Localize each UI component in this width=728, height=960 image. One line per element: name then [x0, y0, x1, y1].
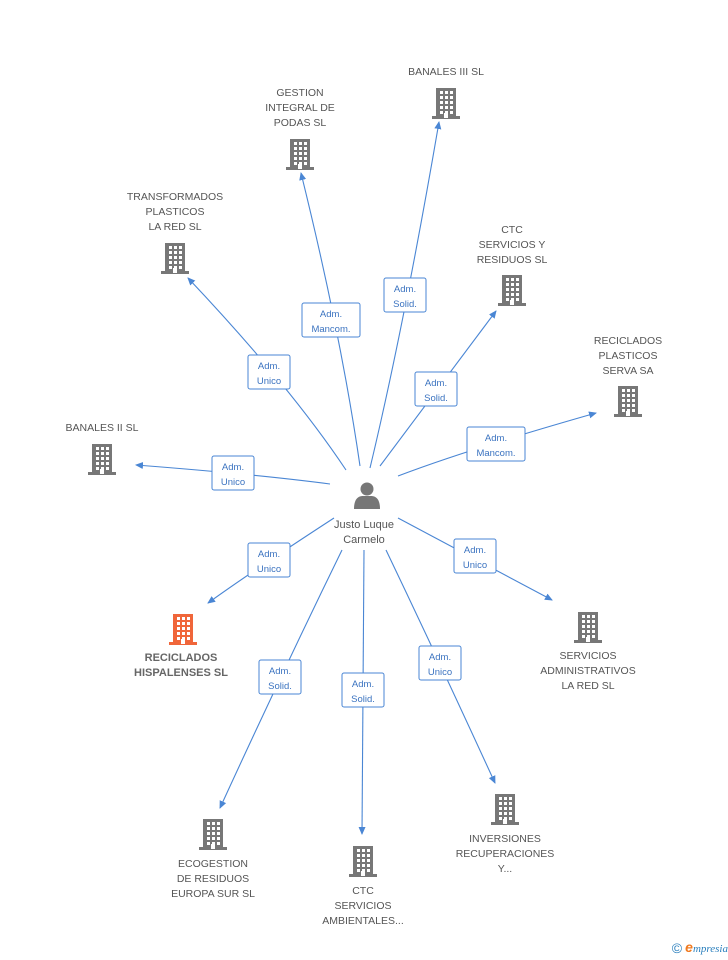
role-badge-text: Adm.: [269, 666, 291, 677]
company-label-line: SERVICIOS: [560, 650, 617, 662]
role-badge-text: Adm.: [425, 378, 447, 389]
role-badge-text: Adm.: [222, 462, 244, 473]
role-badge-ctc-servicios-ambientales[interactable]: Adm. Solid.: [341, 672, 385, 708]
role-badge-text: Unico: [257, 564, 281, 575]
person-icon: [354, 482, 380, 509]
role-badge-reciclados-plasticos[interactable]: Adm. Mancom.: [466, 426, 526, 462]
company-label-line: SERVICIOS Y: [479, 239, 546, 251]
person-name-line-2: Carmelo: [343, 534, 385, 546]
company-node-banales-ii[interactable]: BANALES II SL: [66, 422, 139, 475]
company-label-line: RECICLADOS: [594, 335, 662, 347]
company-label-line: PLASTICOS: [599, 350, 658, 362]
role-badge-text: Adm.: [258, 361, 280, 372]
person-name-line-1: Justo Luque: [334, 519, 394, 531]
company-label-line: CTC: [501, 224, 523, 236]
company-label-line: Y...: [498, 863, 512, 875]
building-icon: [169, 614, 197, 645]
company-label-line: SERVA SA: [603, 365, 654, 377]
building-icon: [88, 444, 116, 475]
building-icon: [574, 612, 602, 643]
role-badge-text: Mancom.: [311, 324, 350, 335]
role-badge-ecogestion[interactable]: Adm. Solid.: [258, 659, 302, 695]
copyright-icon: ©: [671, 940, 683, 956]
role-badge-text: Adm.: [352, 679, 374, 690]
company-label-line: HISPALENSES SL: [134, 667, 228, 679]
role-badge-banales-ii[interactable]: Adm. Unico: [211, 455, 255, 491]
company-node-ecogestion[interactable]: ECOGESTION DE RESIDUOS EUROPA SUR SL: [171, 819, 255, 900]
company-node-gestion-integral[interactable]: GESTION INTEGRAL DE PODAS SL: [265, 87, 335, 170]
company-label-line: INTEGRAL DE: [265, 102, 335, 114]
role-badge-text: Solid.: [268, 681, 292, 692]
company-label-line: CTC: [352, 885, 374, 897]
footer-brand: © empresia: [672, 939, 728, 956]
role-badge-inversiones[interactable]: Adm. Unico: [418, 645, 462, 681]
role-badge-text: Mancom.: [476, 448, 515, 459]
company-label-line: RECUPERACIONES: [456, 848, 555, 860]
building-icon: [286, 139, 314, 170]
role-badge-text: Adm.: [394, 284, 416, 295]
role-badge-gestion-integral[interactable]: Adm. Mancom.: [301, 302, 361, 338]
company-label-line: SERVICIOS: [335, 900, 392, 912]
building-icon: [614, 386, 642, 417]
company-label-line: BANALES II SL: [66, 422, 139, 434]
center-person-node[interactable]: Justo Luque Carmelo: [334, 482, 394, 547]
company-label-line: PLASTICOS: [146, 206, 205, 218]
company-label-line: RESIDUOS SL: [477, 254, 548, 266]
company-label-line: ECOGESTION: [178, 858, 248, 870]
company-label-line: TRANSFORMADOS: [127, 191, 223, 203]
role-badge-text: Solid.: [424, 393, 448, 404]
company-node-reciclados-hispalenses[interactable]: RECICLADOS HISPALENSES SL: [134, 614, 228, 679]
role-badge-text: Unico: [257, 376, 281, 387]
company-label-line: PODAS SL: [274, 117, 327, 129]
role-badge-text: Unico: [463, 560, 487, 571]
company-node-transformados[interactable]: TRANSFORMADOS PLASTICOS LA RED SL: [127, 191, 223, 274]
role-badge-text: Adm.: [464, 545, 486, 556]
company-node-servicios-administrativos[interactable]: SERVICIOS ADMINISTRATIVOS LA RED SL: [540, 612, 636, 692]
company-label-line: EUROPA SUR SL: [171, 888, 255, 900]
company-node-ctc-servicios-ambientales[interactable]: CTC SERVICIOS AMBIENTALES...: [322, 846, 404, 927]
building-icon: [349, 846, 377, 877]
company-label-line: ADMINISTRATIVOS: [540, 665, 635, 677]
role-badge-ctc-servicios-residuos[interactable]: Adm. Solid.: [414, 371, 458, 407]
brand-logo-initial: e: [685, 939, 693, 955]
company-label-line: AMBIENTALES...: [322, 915, 404, 927]
company-label-line: INVERSIONES: [469, 833, 541, 845]
company-label-line: GESTION: [276, 87, 323, 99]
company-label-line: LA RED SL: [148, 221, 201, 233]
role-badge-transformados[interactable]: Adm. Unico: [247, 354, 291, 390]
role-badge-text: Adm.: [258, 549, 280, 560]
role-badge-reciclados-hispalenses[interactable]: Adm. Unico: [247, 542, 291, 578]
role-badge-text: Solid.: [351, 694, 375, 705]
building-icon: [161, 243, 189, 274]
company-label-line: BANALES III SL: [408, 66, 484, 78]
company-node-reciclados-plasticos[interactable]: RECICLADOS PLASTICOS SERVA SA: [594, 335, 662, 417]
company-label-line: LA RED SL: [561, 680, 614, 692]
role-badge-text: Solid.: [393, 299, 417, 310]
company-node-banales-iii[interactable]: BANALES III SL: [408, 66, 484, 119]
role-badge-banales-iii[interactable]: Adm. Solid.: [383, 277, 427, 313]
role-badge-text: Adm.: [485, 433, 507, 444]
company-label-line: RECICLADOS: [145, 652, 218, 664]
building-icon: [491, 794, 519, 825]
company-label-line: DE RESIDUOS: [177, 873, 249, 885]
company-node-inversiones[interactable]: INVERSIONES RECUPERACIONES Y...: [456, 794, 555, 875]
building-icon: [199, 819, 227, 850]
role-badge-text: Unico: [221, 477, 245, 488]
role-badge-servicios-administrativos[interactable]: Adm. Unico: [453, 538, 497, 574]
role-badge-text: Adm.: [320, 309, 342, 320]
brand-logo-text: mpresia: [692, 943, 728, 955]
role-badge-text: Unico: [428, 667, 452, 678]
company-node-ctc-servicios-residuos[interactable]: CTC SERVICIOS Y RESIDUOS SL: [477, 224, 548, 306]
role-badge-text: Adm.: [429, 652, 451, 663]
building-icon: [432, 88, 460, 119]
building-icon: [498, 275, 526, 306]
